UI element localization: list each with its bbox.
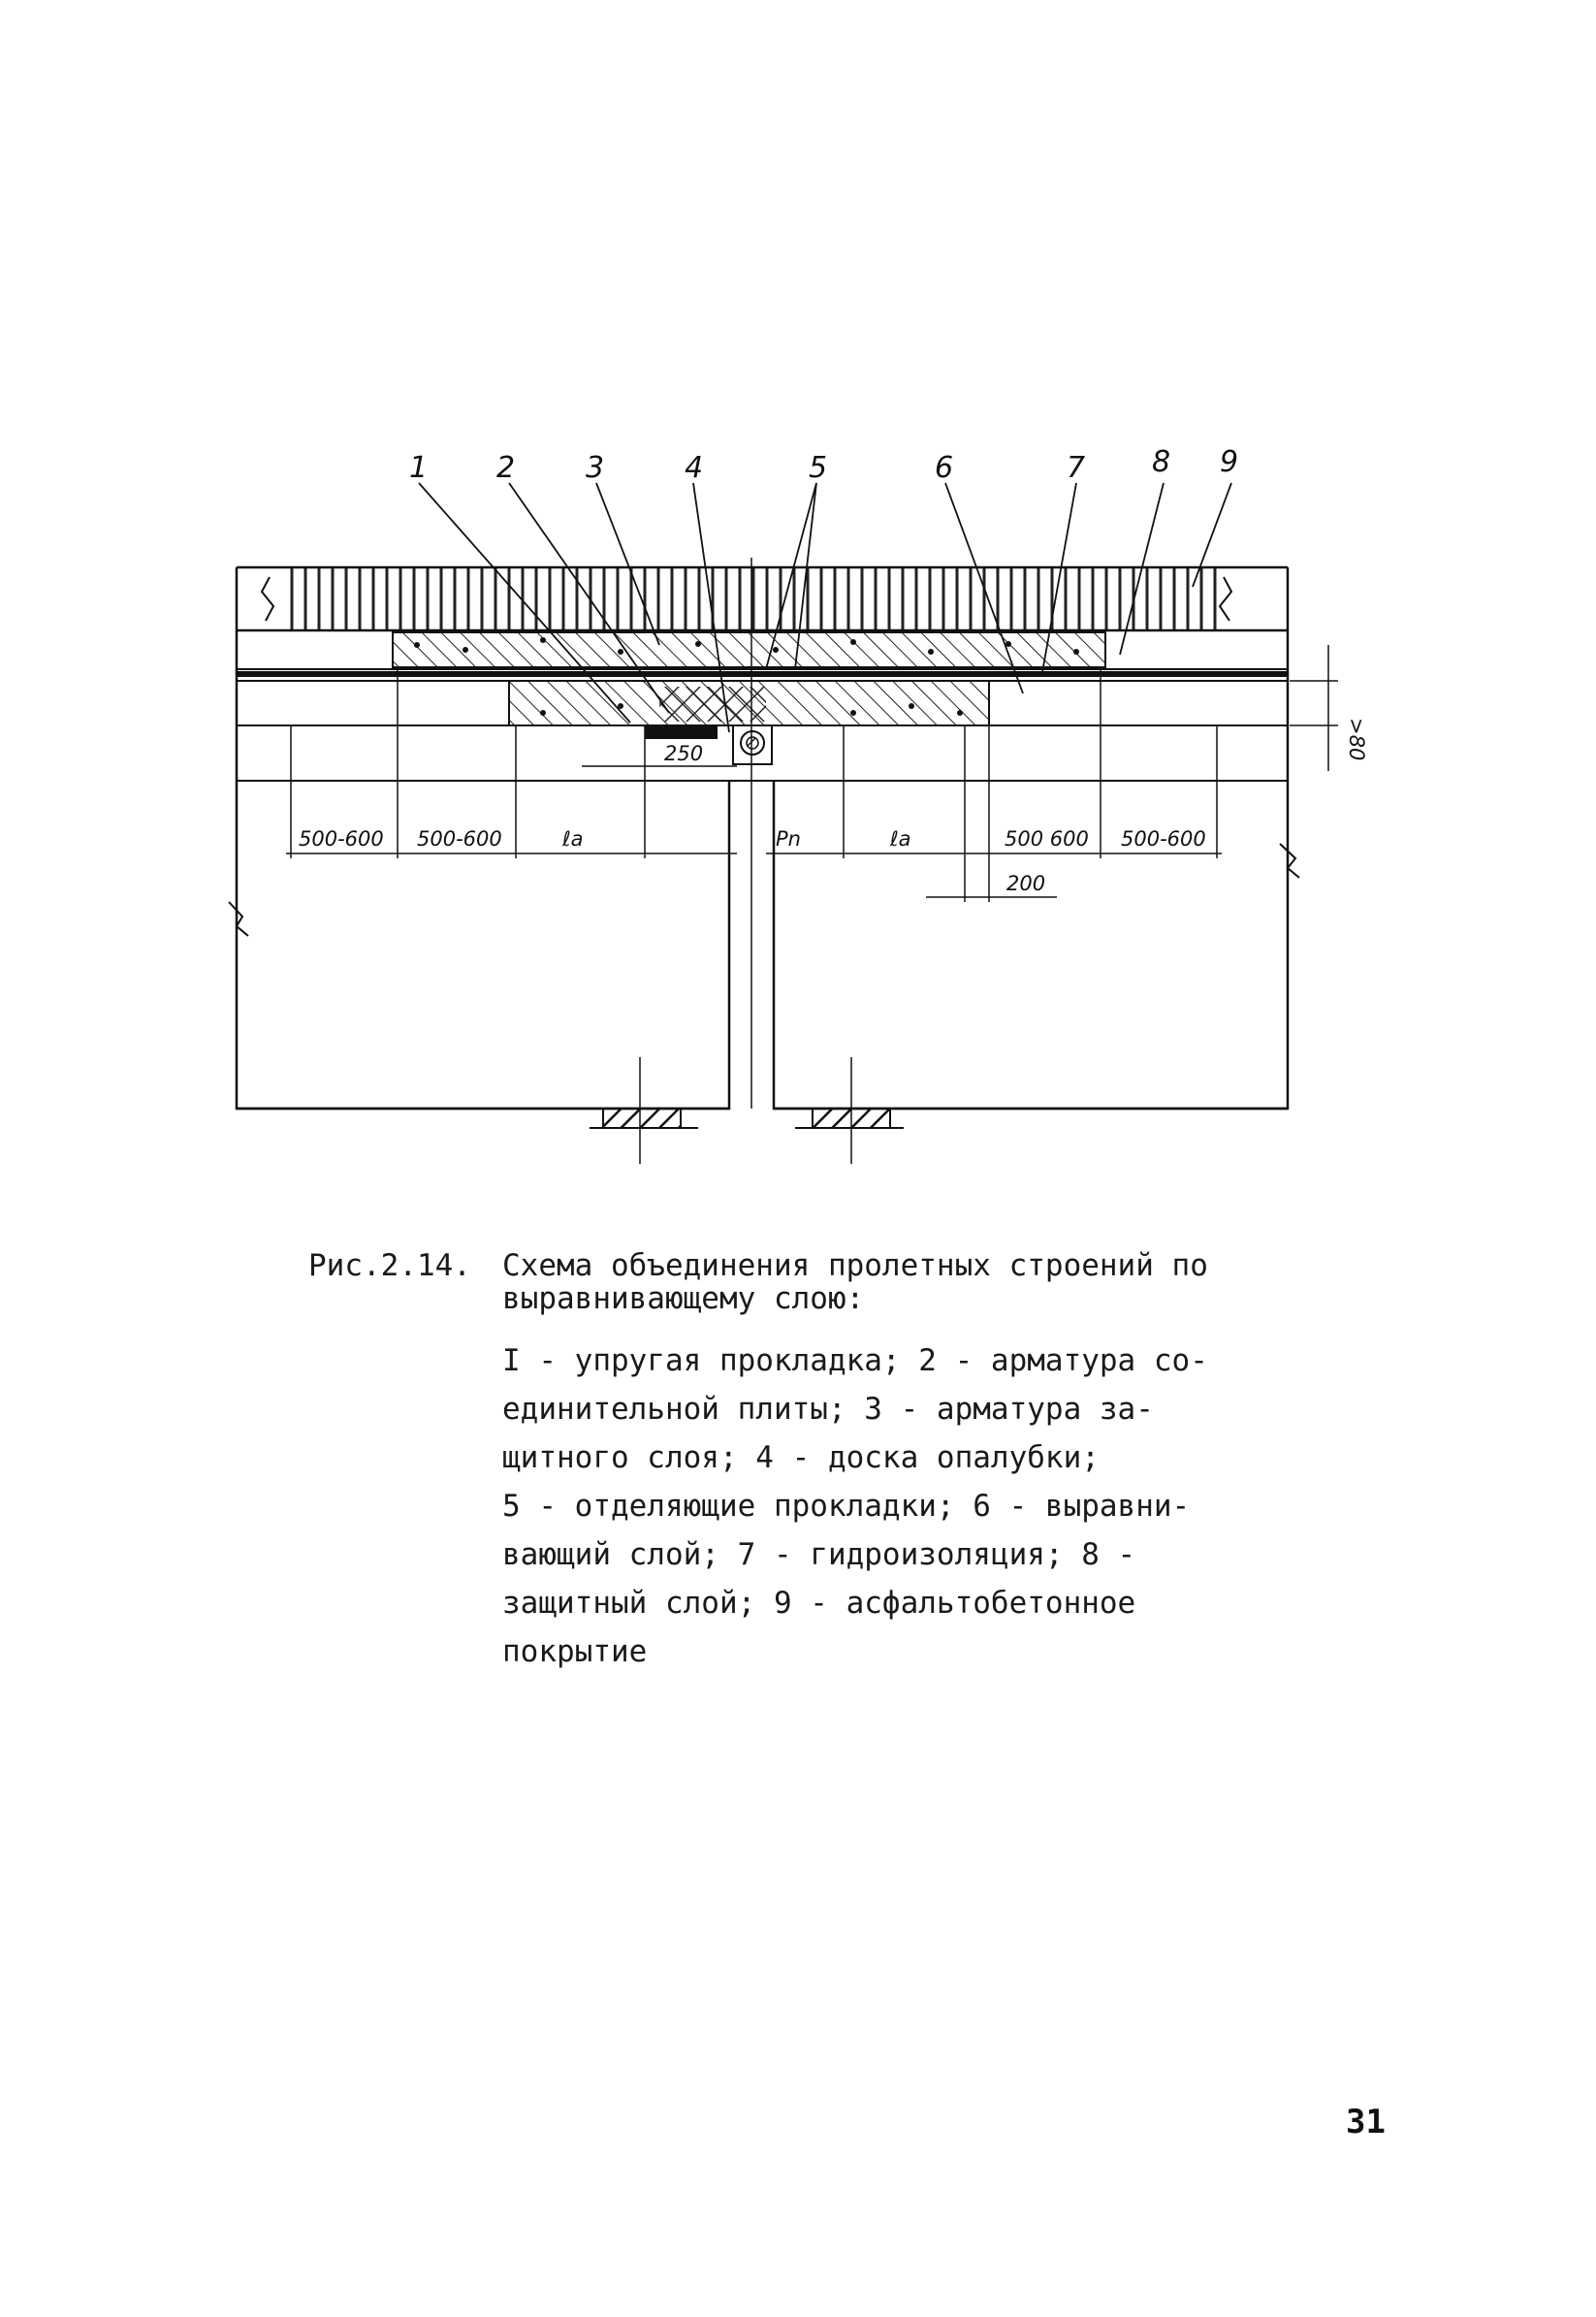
legend-line: 5 - отделяющие прокладки; 6 - выравни- (502, 1489, 1191, 1524)
callout-1: 1 (409, 451, 428, 485)
callout-4: 4 (685, 451, 703, 485)
legend-line: единительной плиты; 3 - арматура за- (502, 1392, 1154, 1427)
callout-9: 9 (1220, 445, 1238, 479)
dim-left-inner: 500-600 (417, 827, 502, 851)
legend-line: покрытие (502, 1634, 648, 1669)
thickness-dimension (1290, 645, 1338, 771)
legend-line: щитного слоя; 4 - доска опалубки; (502, 1440, 1100, 1475)
bridge-joint-drawing: 1 2 3 4 5 6 7 8 9 250 500-600 500-600 ℓa… (228, 445, 1368, 1164)
extension-lines (290, 669, 1218, 902)
figure-label: Рис.2.14. (308, 1248, 471, 1283)
callout-2: 2 (496, 451, 515, 485)
figure-title-line-2: выравнивающему слою: (502, 1281, 865, 1316)
rebar-dots (414, 637, 1079, 716)
protective-layer (237, 631, 1288, 670)
dim-200: 200 (1006, 872, 1045, 895)
dim-left-outer: 500-600 (299, 827, 384, 851)
figure-caption: Рис.2.14. Схема объединения пролетных стр… (308, 1249, 1317, 1315)
dim-80: >80 (1345, 718, 1368, 760)
callout-6: 6 (935, 451, 953, 485)
callout-3: 3 (586, 451, 604, 485)
legend-line: защитный слой; 9 - асфальтобетонное (502, 1586, 1136, 1621)
waterproofing-layer (237, 671, 1288, 682)
dim-250: 250 (664, 742, 703, 765)
figure-title-line-1: Схема объединения пролетных строений по (502, 1248, 1208, 1283)
page-number: 31 (1346, 2103, 1386, 2141)
joint-detail (645, 724, 773, 765)
right-support (795, 1057, 904, 1164)
legend-line: вающий слой; 7 - гидроизоляция; 8 - (502, 1537, 1136, 1572)
dim-la-left: ℓa (561, 827, 584, 851)
callout-5: 5 (809, 451, 827, 485)
callout-7: 7 (1067, 451, 1085, 485)
callout-8: 8 (1152, 445, 1170, 479)
dim-right-inner: 500 600 (1005, 827, 1089, 851)
callout-leaders (418, 482, 1232, 733)
asphalt-layer (237, 565, 1288, 632)
break-marks (228, 576, 1300, 937)
dimension-line (286, 765, 1222, 898)
figure-legend: I - упругая прокладка; 2 - арматура со- … (502, 1336, 1278, 1676)
legend-line: I - упругая прокладка; 2 - арматура со- (502, 1343, 1208, 1378)
dim-right-outer: 500-600 (1121, 827, 1206, 851)
left-support (590, 1057, 698, 1164)
dim-pn: Pn (776, 827, 801, 851)
dim-la-right: ℓa (889, 827, 911, 851)
